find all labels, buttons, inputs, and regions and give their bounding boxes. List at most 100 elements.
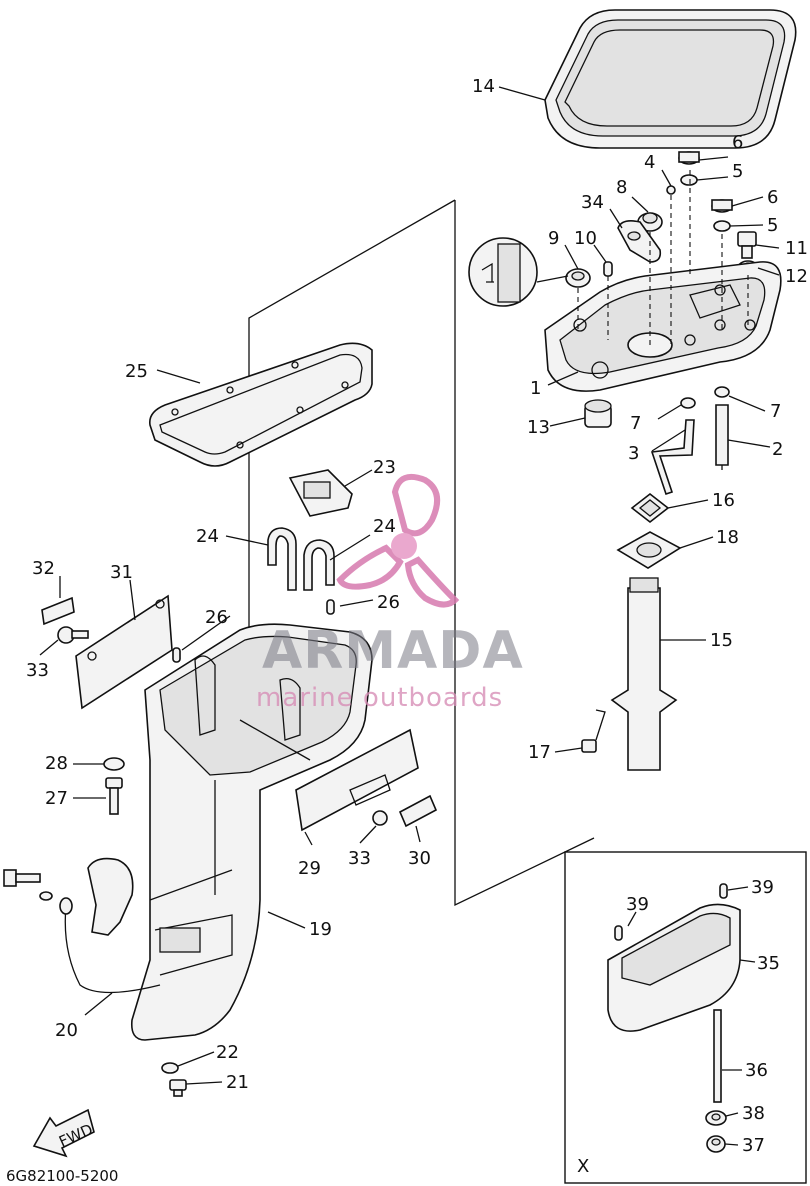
assembly-frame <box>248 199 595 907</box>
callout-label: 9 <box>548 228 559 249</box>
part-39-pin-right <box>719 883 728 899</box>
callout-label: 5 <box>767 215 778 236</box>
fwd-arrow-icon <box>32 1108 95 1158</box>
part-29-side-plate <box>295 728 419 832</box>
callout-label: 1 <box>530 378 541 399</box>
part-washer-ground <box>39 891 53 901</box>
inset-box <box>564 851 807 1184</box>
part-36-stud <box>713 1009 722 1103</box>
part-26-pin-left <box>172 647 181 663</box>
part-9-grommet <box>565 268 591 288</box>
part-33-bolt-right <box>372 810 388 826</box>
part-11-bolt <box>737 231 757 259</box>
part-38-washer <box>705 1110 727 1126</box>
part-25-gasket <box>148 342 373 467</box>
callout-label: 15 <box>710 630 733 651</box>
part-10-pin <box>603 261 613 277</box>
part-4-pin <box>666 185 676 195</box>
part-30-label <box>398 794 438 828</box>
watermark-brand: ARMADA <box>262 621 524 681</box>
part-31-cover-plate <box>75 594 173 710</box>
callout-label: 11 <box>785 238 808 259</box>
part-5-collar-lower <box>713 220 731 232</box>
callout-label: 29 <box>298 858 321 879</box>
part-5-collar-upper <box>680 174 698 186</box>
inset-label: X <box>577 1156 589 1177</box>
part-6-grommet-lower <box>711 199 733 213</box>
callout-label: 25 <box>125 361 148 382</box>
part-26-pin-right <box>326 599 335 615</box>
callout-label: 24 <box>196 526 219 547</box>
callout-label: 33 <box>348 848 371 869</box>
part-18-gasket <box>616 531 682 569</box>
callout-label: 18 <box>716 527 739 548</box>
part-17-bolt <box>581 709 606 753</box>
callout-label: 39 <box>626 894 649 915</box>
callout-label: 31 <box>110 562 133 583</box>
callout-label: 10 <box>574 228 597 249</box>
callout-label: 27 <box>45 788 68 809</box>
callout-label: 34 <box>581 192 604 213</box>
part-33-bolt-left <box>57 626 89 644</box>
callout-label: 2 <box>772 439 783 460</box>
part-23-holder <box>288 469 353 517</box>
callout-label: 19 <box>309 919 332 940</box>
callout-label: 7 <box>630 413 641 434</box>
part-24-hose-right <box>303 539 335 591</box>
callout-label: 20 <box>55 1020 78 1041</box>
callout-label: 36 <box>745 1060 768 1081</box>
part-19-bottom-cowling <box>130 623 373 1041</box>
callout-label: 23 <box>373 457 396 478</box>
part-13-bushing <box>584 399 612 428</box>
callout-label: 26 <box>377 592 400 613</box>
part-28-washer <box>103 757 125 771</box>
callout-label: 32 <box>32 558 55 579</box>
callout-label: 3 <box>628 443 639 464</box>
callout-label: 7 <box>770 401 781 422</box>
part-35-cover <box>607 903 741 1032</box>
callout-label: 4 <box>644 152 655 173</box>
watermark-tagline: marine outboards <box>256 683 503 713</box>
part-37-nut <box>706 1135 726 1153</box>
part-2-rod <box>715 404 729 470</box>
callout-label: 39 <box>751 877 774 898</box>
part-7-washer-right <box>714 386 730 398</box>
callouts: 14 6 4 5 8 34 6 5 11 9 10 12 1 13 7 7 2 … <box>26 76 808 1156</box>
part-clamp-bracket <box>87 857 134 936</box>
part-1-mounting-plate <box>544 261 782 392</box>
catalog-code: 6G82100-5200 <box>6 1167 118 1185</box>
part-22-washer <box>161 1062 179 1074</box>
callout-label: 28 <box>45 753 68 774</box>
part-20-ground-cable <box>59 897 161 994</box>
callout-label: 6 <box>732 132 743 153</box>
part-39-pin-left <box>614 925 623 941</box>
callout-label: 24 <box>373 516 396 537</box>
part-bolt-ground <box>3 869 41 887</box>
part-24-hose-left <box>267 527 297 591</box>
part-32-label <box>41 596 75 626</box>
guide-lines-top <box>577 170 749 350</box>
callout-label: 6 <box>767 187 778 208</box>
callout-label: 8 <box>616 177 627 198</box>
part-21-bolt <box>169 1079 187 1097</box>
part-3-link <box>650 419 695 496</box>
callout-label: 21 <box>226 1072 249 1093</box>
callout-label: 22 <box>216 1042 239 1063</box>
callout-label: 14 <box>472 76 495 97</box>
part-16-seal <box>630 492 670 524</box>
leader-lines <box>39 86 780 1146</box>
callout-label: 5 <box>732 161 743 182</box>
watermark-logo: ARMADA marine outboards <box>256 474 524 713</box>
callout-label: 26 <box>205 607 228 628</box>
part-14-rubber-seal <box>544 9 797 149</box>
callout-label: 33 <box>26 660 49 681</box>
callout-label: 12 <box>785 266 808 287</box>
callout-label: 30 <box>408 848 431 869</box>
part-6-grommet-upper <box>678 151 700 165</box>
callout-label: 16 <box>712 490 735 511</box>
callout-label: 17 <box>528 742 551 763</box>
detail-bubble <box>468 237 569 307</box>
part-27-bolt <box>105 777 123 815</box>
part-7-washer-left <box>680 397 696 409</box>
